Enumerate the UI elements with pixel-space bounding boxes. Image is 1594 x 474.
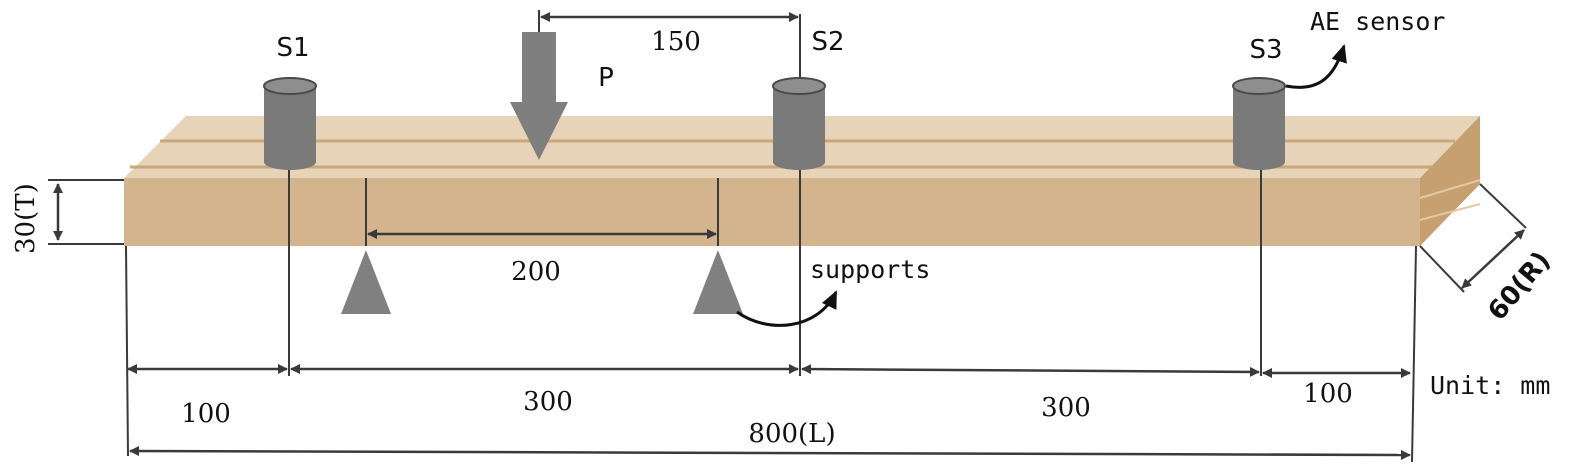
- dimension-s2-to-s3: 300: [801, 364, 1260, 423]
- support-triangle-icon: [693, 250, 743, 314]
- wood-beam: [124, 116, 1481, 246]
- sensor-s1: S1: [263, 33, 317, 170]
- sensor-label: S3: [1249, 35, 1282, 65]
- sensor-body: [1233, 86, 1285, 162]
- supports-label: supports: [810, 255, 930, 284]
- ae-sensor-pointer: [1285, 44, 1347, 89]
- unit-label: Unit: mm: [1430, 371, 1550, 400]
- sensor-s3: S3: [1232, 35, 1286, 170]
- sensor-body: [773, 86, 825, 162]
- thickness-label: 30(T): [11, 183, 41, 254]
- support-triangle-icon: [341, 250, 391, 314]
- sensor-top: [772, 77, 826, 95]
- ae-sensor-label: AE sensor: [1310, 7, 1445, 36]
- sensor-bottom: [1233, 154, 1285, 170]
- thickness-dimension: 30(T): [11, 179, 124, 254]
- sensor-label: S1: [276, 33, 309, 63]
- dimension-arrow: [129, 446, 1411, 460]
- beam-front-face: [124, 178, 1420, 246]
- dimension-total-length: 800(L): [129, 419, 1411, 460]
- sensor-s2: S2: [772, 27, 845, 170]
- load-label: P: [598, 63, 614, 93]
- dimension-label: 200: [511, 257, 561, 287]
- sensor-label: S2: [811, 27, 844, 57]
- sensor-top: [263, 77, 317, 95]
- load-arrow: P: [510, 32, 614, 160]
- width-arrow: [1461, 229, 1525, 289]
- supports-pointer: [736, 290, 838, 327]
- ae-sensor-callout: AE sensor: [1285, 7, 1445, 89]
- beam-end-grain: [1419, 203, 1481, 221]
- dimension-label: 300: [1041, 393, 1091, 423]
- dimension-label: 100: [181, 399, 231, 429]
- dimension-support-span: 200: [367, 229, 717, 287]
- dimension-s3-to-right-end: 100: [1262, 368, 1411, 409]
- dimension-left-end-to-s1: 100: [127, 364, 288, 429]
- dimension-label: 800(L): [748, 419, 835, 449]
- supports: supports: [341, 250, 930, 327]
- dimension-load-to-s2: 150: [540, 12, 799, 57]
- load-arrow-icon: [510, 32, 568, 160]
- sensor-bottom: [264, 154, 316, 170]
- sensor-top: [1232, 77, 1286, 95]
- sensor-bottom: [773, 154, 825, 170]
- beam-end-grain: [1419, 179, 1481, 199]
- beam-end-face: [1420, 116, 1480, 246]
- sensor-body: [264, 86, 316, 162]
- dimension-label: 150: [651, 27, 701, 57]
- dimension-label: 100: [1303, 379, 1353, 409]
- dimension-arrow: [801, 364, 1260, 377]
- dimension-label: 300: [523, 387, 573, 417]
- dimension-s1-to-s2: 300: [290, 364, 799, 417]
- extension-lines: [125, 10, 1417, 463]
